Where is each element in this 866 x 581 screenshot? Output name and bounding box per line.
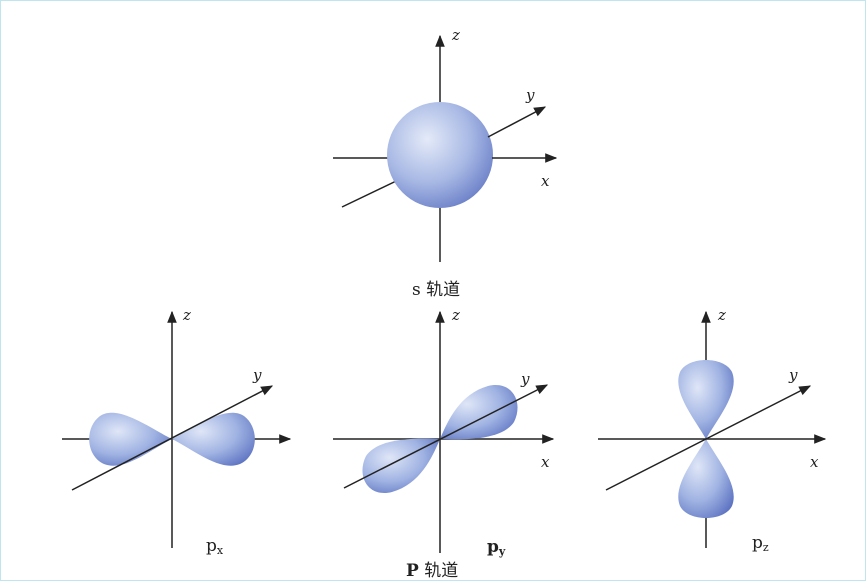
s-z-label: z xyxy=(451,26,460,44)
s-orbital-sphere xyxy=(387,102,493,208)
pz-lobe-top xyxy=(678,360,734,439)
s-orbital-group: z y x s 轨道 xyxy=(333,26,558,300)
py-orbital-group: z y x py P 轨道 xyxy=(333,306,555,581)
s-y-label: y xyxy=(525,86,535,104)
px-z-label: z xyxy=(182,306,191,324)
py-y-axis xyxy=(343,384,549,489)
pz-y-axis xyxy=(605,385,812,491)
pz-lobe-bottom xyxy=(678,439,734,518)
pz-x-label: x xyxy=(810,453,819,471)
px-label: px xyxy=(206,536,224,557)
s-y-axis xyxy=(487,106,547,138)
s-x-label: x xyxy=(541,172,550,190)
px-lobe-left xyxy=(89,412,172,466)
py-x-label: x xyxy=(541,453,550,471)
pz-y-label: y xyxy=(788,366,798,384)
px-lobe-right xyxy=(172,412,255,466)
pz-z-label: z xyxy=(717,306,726,324)
py-label: py xyxy=(487,537,506,558)
s-orbital-caption: s 轨道 xyxy=(412,280,460,300)
pz-orbital-group: z y x pz xyxy=(598,306,827,554)
pz-label: pz xyxy=(752,533,769,554)
p-orbital-caption: P 轨道 xyxy=(406,561,458,581)
py-z-label: z xyxy=(451,306,460,324)
px-orbital-group: z y px xyxy=(62,306,292,557)
px-y-label: y xyxy=(252,366,262,384)
py-lobe-back xyxy=(440,384,518,440)
py-y-label: y xyxy=(520,370,530,388)
py-lobe-front xyxy=(362,438,440,494)
px-y-axis xyxy=(71,385,274,491)
